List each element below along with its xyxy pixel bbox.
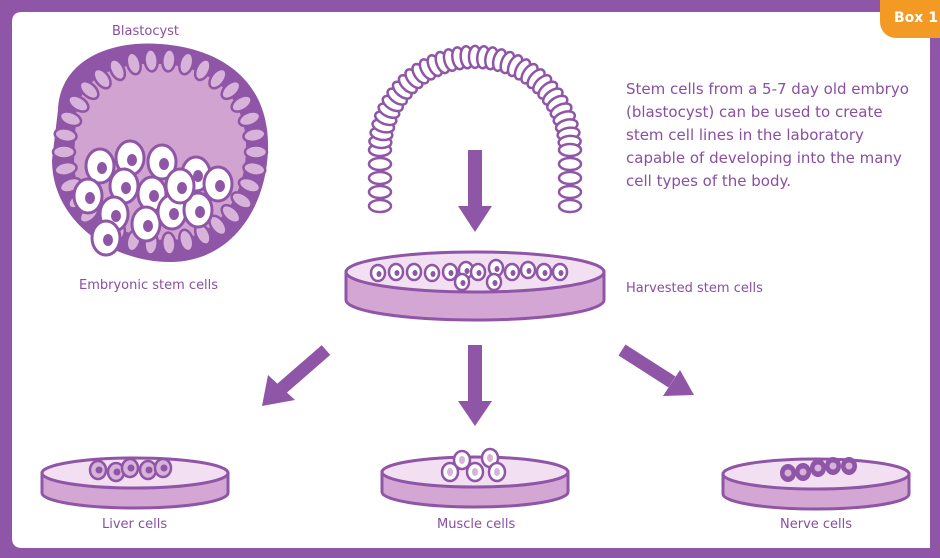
stem-cell-nucleus (177, 182, 187, 194)
blastocyst-label: Blastocyst (112, 24, 179, 39)
arrow-to-liver (262, 350, 326, 406)
stem-cell-nucleus (149, 190, 159, 202)
stem-cell-nucleus (127, 154, 137, 166)
nerve-cell-nucleus (800, 469, 807, 476)
arc-cell (369, 158, 391, 170)
harvested-cell-nucleus (465, 268, 470, 274)
muscle-cell-nucleus (487, 454, 493, 462)
harvested-cell-nucleus (511, 270, 516, 276)
arrow-to-nerve (622, 350, 694, 396)
muscle-cell-nucleus (472, 468, 478, 476)
harvested-cell-nucleus (493, 280, 498, 286)
arc-cell (559, 144, 581, 156)
arc-cell (559, 186, 581, 198)
nerve-dish (723, 457, 909, 509)
arrow-down-main (458, 150, 492, 232)
arc-cell (369, 200, 391, 212)
muscle-cells (442, 449, 505, 481)
description-text: Stem cells from a 5-7 day old embryo (bl… (626, 78, 916, 193)
harvested-cell-nucleus (461, 280, 466, 286)
harvested-cell-nucleus (477, 270, 482, 276)
muscle-label: Muscle cells (437, 517, 515, 532)
nerve-cell-nucleus (785, 470, 792, 477)
harvested-cell-nucleus (449, 270, 454, 276)
harvested-cell-nucleus (395, 270, 400, 276)
liver-cell-nucleus (161, 465, 168, 472)
ring-cell (161, 49, 176, 72)
arc-cell (369, 186, 391, 198)
nerve-cell-nucleus (815, 465, 822, 472)
ring-cell (161, 232, 176, 255)
ring-cell (144, 49, 159, 72)
harvested-label: Harvested stem cells (626, 281, 763, 296)
nerve-label: Nerve cells (780, 517, 852, 532)
stem-cell-nucleus (121, 182, 131, 194)
harvested-cell-nucleus (543, 270, 548, 276)
liver-cell-nucleus (128, 465, 135, 472)
stem-cell-nucleus (85, 192, 95, 204)
ring-cell (53, 146, 75, 159)
muscle-cell-nucleus (447, 468, 453, 476)
liver-label: Liver cells (102, 517, 167, 532)
stem-cell-nucleus (103, 234, 113, 246)
ring-cell (245, 146, 267, 159)
blastocyst (52, 44, 268, 262)
muscle-cell-nucleus (459, 456, 465, 464)
liver-cell-nucleus (96, 467, 103, 474)
harvested-cell-nucleus (431, 271, 436, 277)
stem-cell-nucleus (215, 180, 225, 192)
muscle-dish (382, 449, 568, 507)
harvested-cell-nucleus (559, 270, 564, 276)
harvested-cell-nucleus (413, 270, 418, 276)
stem-cell-nucleus (169, 208, 179, 220)
box-tag: Box 1 (880, 0, 940, 38)
liver-dish (42, 458, 228, 508)
harvested-cell-nucleus (527, 268, 532, 274)
harvested-cell-nucleus (377, 271, 382, 277)
nerve-cell-nucleus (830, 463, 837, 470)
nerve-cell-nucleus (846, 463, 853, 470)
stem-cell-nucleus (97, 162, 107, 174)
embryonic-label: Embryonic stem cells (79, 278, 218, 293)
stem-cell-nucleus (143, 220, 153, 232)
liver-cell-nucleus (146, 467, 153, 474)
arc-cell (369, 172, 391, 184)
muscle-cell-nucleus (494, 468, 500, 476)
liver-cell-nucleus (114, 469, 121, 476)
arc-cell (559, 172, 581, 184)
harvested-dish (346, 252, 604, 320)
stem-cell-nucleus (195, 206, 205, 218)
arc-cell (559, 158, 581, 170)
stem-cell-nucleus (111, 210, 121, 222)
stem-cell-nucleus (159, 158, 169, 170)
arrow-to-muscle (458, 345, 492, 426)
harvested-cell-nucleus (495, 266, 500, 272)
arc-cell (559, 200, 581, 212)
